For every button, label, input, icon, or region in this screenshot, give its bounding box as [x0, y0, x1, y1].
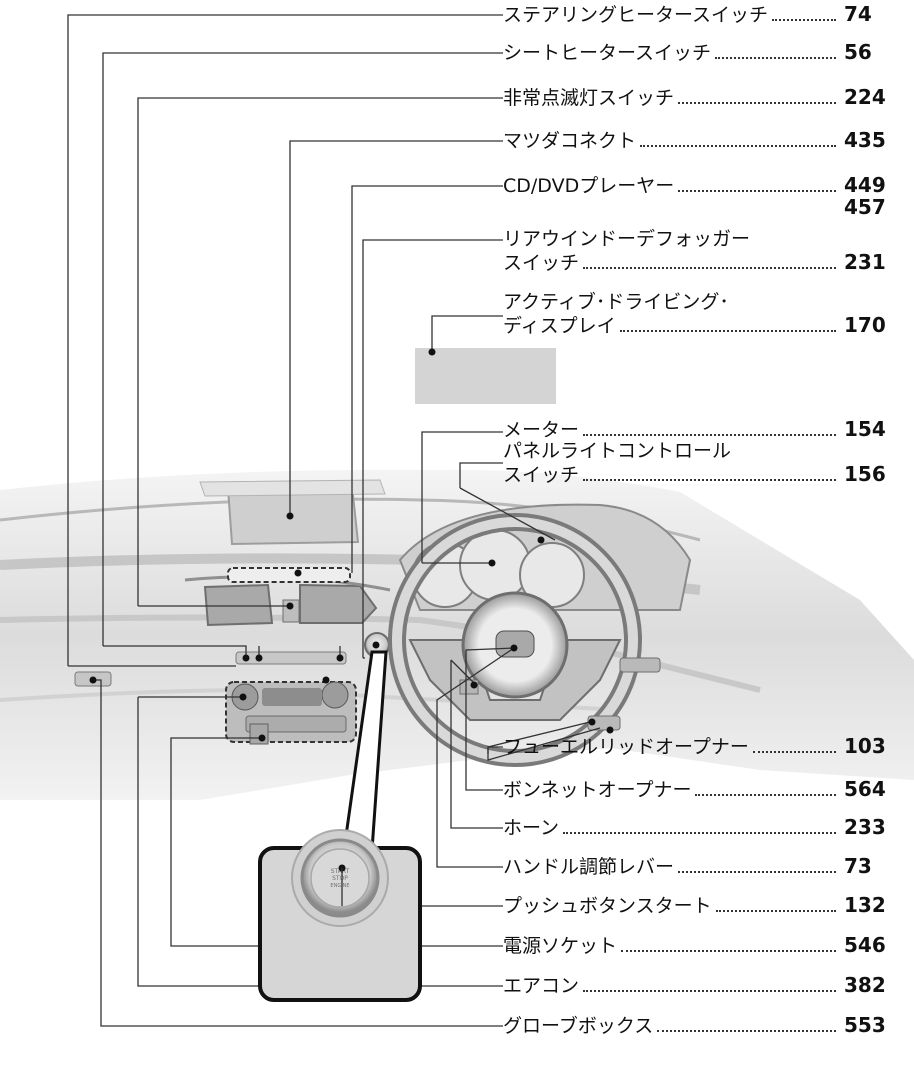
inset-start-text: START	[331, 868, 350, 875]
entry-horn: ホーン 233	[503, 816, 908, 840]
entry-tilt-lever: ハンドル調節レバー 73	[503, 855, 908, 879]
entry-push-start: プッシュボタンスタート 132	[503, 894, 908, 918]
entry-page: 435	[844, 128, 886, 152]
entry-page-2: 457	[844, 195, 886, 219]
entry-page: 73	[844, 854, 872, 878]
entry-label: エアコン	[503, 975, 580, 997]
entry-cd-dvd: CD/DVDプレーヤー 449 457	[503, 173, 908, 219]
entry-active-display: アクティブ･ドライビング･ ディスプレイ 170	[503, 291, 908, 338]
entry-label: シートヒータースイッチ	[503, 42, 712, 64]
entry-page: 103	[844, 734, 886, 758]
entry-label: 非常点滅灯スイッチ	[503, 87, 675, 109]
entry-label: CD/DVDプレーヤー	[503, 175, 675, 197]
entry-steering-heater: ステアリングヒータースイッチ 74	[503, 3, 908, 27]
entry-label: 電源ソケット	[503, 935, 618, 957]
entry-page: 233	[844, 815, 886, 839]
dashboard-illustration	[0, 469, 914, 800]
entry-page: 74	[844, 2, 872, 26]
entry-label: マツダコネクト	[503, 130, 637, 152]
entry-seat-heater: シートヒータースイッチ 56	[503, 41, 908, 65]
entry-page: 564	[844, 777, 886, 801]
entry-page: 553	[844, 1013, 886, 1037]
entry-page: 156	[844, 462, 886, 486]
entry-page: 170	[844, 313, 886, 337]
entry-page: 546	[844, 933, 886, 957]
entry-label: グローブボックス	[503, 1015, 654, 1037]
entry-label: スイッチ	[503, 464, 580, 486]
inset-stop-text: STOP	[332, 875, 348, 882]
entry-panel-light: パネルライトコントロール スイッチ 156	[503, 440, 908, 487]
entry-page: 154	[844, 417, 886, 441]
entry-page: 449	[844, 173, 886, 197]
entry-label: ディスプレイ	[503, 315, 616, 337]
inset-engine-text: ENGINE	[330, 883, 349, 889]
entry-label-line1: パネルライトコントロール	[503, 440, 732, 462]
entry-label: ステアリングヒータースイッチ	[503, 4, 769, 26]
leader-dots	[89, 348, 614, 742]
entry-label-line1: リアウインドーデフォッガー	[503, 228, 751, 250]
entry-label: ボンネットオープナー	[503, 779, 692, 801]
entry-page: 132	[844, 893, 886, 917]
entry-page: 382	[844, 973, 886, 997]
entry-mazda-connect: マツダコネクト 435	[503, 129, 908, 153]
entry-page: 56	[844, 40, 872, 64]
entry-fuel-lid: フューエルリッドオープナー 103	[503, 735, 908, 759]
entry-label: フューエルリッドオープナー	[503, 736, 749, 758]
entry-label: ハンドル調節レバー	[503, 856, 675, 878]
entry-power-socket: 電源ソケット 546	[503, 934, 908, 958]
entry-rear-defogger: リアウインドーデフォッガー スイッチ 231	[503, 228, 908, 275]
entry-hazard: 非常点滅灯スイッチ 224	[503, 86, 908, 110]
entry-aircon: エアコン 382	[503, 974, 908, 998]
entry-label: プッシュボタンスタート	[503, 895, 712, 917]
entry-page: 224	[844, 85, 886, 109]
entry-bonnet: ボンネットオープナー 564	[503, 778, 908, 802]
entry-label-line1: アクティブ･ドライビング･	[503, 291, 729, 313]
entry-label: メーター	[503, 419, 580, 441]
entry-glovebox: グローブボックス 553	[503, 1014, 908, 1038]
push-start-inset: START STOP ENGINE	[258, 650, 422, 1002]
active-display-box	[415, 348, 556, 404]
entry-label: スイッチ	[503, 252, 580, 274]
entry-meter: メーター 154	[503, 418, 908, 442]
entry-page: 231	[844, 250, 886, 274]
entry-label: ホーン	[503, 817, 560, 839]
